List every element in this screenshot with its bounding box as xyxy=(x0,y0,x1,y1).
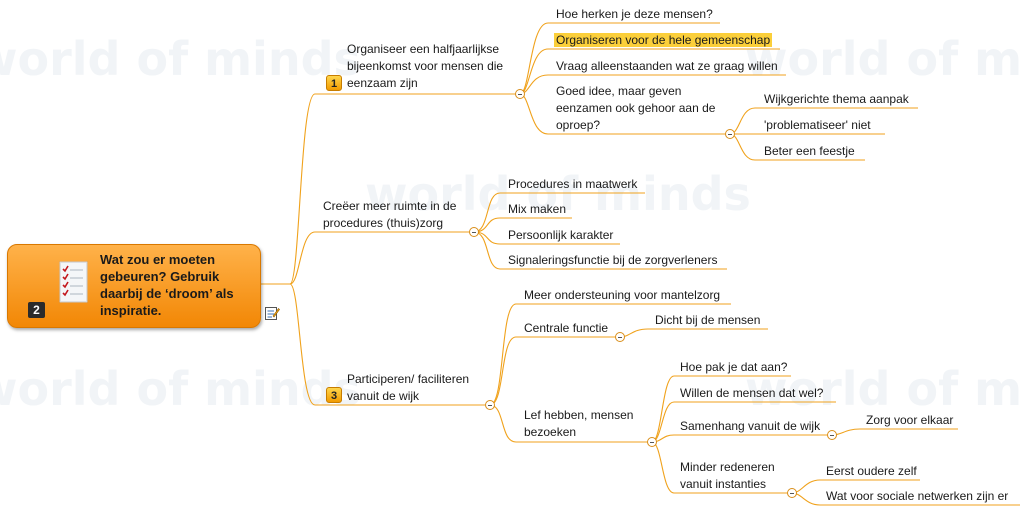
subtopic[interactable]: Dicht bij de mensen xyxy=(655,313,761,327)
subtopic[interactable]: Eerst oudere zelf xyxy=(826,464,917,478)
topic-line: Goed idee, maar geven xyxy=(556,84,682,98)
priority-badge: 3 xyxy=(326,387,342,403)
connector xyxy=(619,328,768,338)
note-icon[interactable] xyxy=(264,305,280,321)
connector xyxy=(831,428,958,436)
collapse-toggle[interactable] xyxy=(827,430,837,440)
subtopic[interactable]: Lef hebben, mensen bezoeken xyxy=(524,407,633,441)
subtopic[interactable]: Hoe herken je deze mensen? xyxy=(556,7,713,21)
subtopic-highlighted[interactable]: Organiseren voor de hele gemeenschap xyxy=(554,32,773,49)
connector xyxy=(289,93,520,285)
subtopic[interactable]: Mix maken xyxy=(508,202,567,216)
subtopic[interactable]: Wijkgerichte thema aanpak xyxy=(764,92,909,106)
topic-line: bijeenkomst voor mensen die xyxy=(347,59,504,73)
root-title: Wat zou er moeten gebeuren? Gebruik daar… xyxy=(100,252,234,318)
subtopic[interactable]: Minder redeneren vanuit instanties xyxy=(680,459,775,493)
subtopic[interactable]: Goed idee, maar geven eenzamen ook gehoo… xyxy=(556,83,715,134)
branch-topic[interactable]: Participeren/ faciliteren vanuit de wijk xyxy=(347,371,469,405)
checklist-icon xyxy=(59,261,88,303)
topic-line: vanuit instanties xyxy=(680,477,767,491)
priority-badge: 1 xyxy=(326,75,342,91)
connector xyxy=(289,283,490,406)
subtopic[interactable]: Hoe pak je dat aan? xyxy=(680,360,788,374)
subtopic[interactable]: 'problematiseer' niet xyxy=(764,118,871,132)
topic-line: Creëer meer ruimte in de xyxy=(323,199,457,213)
subtopic[interactable]: Meer ondersteuning voor mantelzorg xyxy=(524,288,721,302)
subtopic[interactable]: Procedures in maatwerk xyxy=(508,177,638,191)
topic-line: eenzaam zijn xyxy=(347,76,418,90)
collapse-toggle[interactable] xyxy=(647,437,657,447)
subtopic[interactable]: Wat voor sociale netwerken zijn er xyxy=(826,489,1009,503)
topic-line: eenzamen ook gehoor aan de xyxy=(556,101,716,115)
collapse-toggle[interactable] xyxy=(615,332,625,342)
branch-topic[interactable]: Creëer meer ruimte in de procedures (thu… xyxy=(323,198,456,232)
connector xyxy=(489,336,620,406)
collapse-toggle[interactable] xyxy=(469,227,479,237)
topic-line: Lef hebben, mensen xyxy=(524,408,634,422)
subtopic[interactable]: Willen de mensen dat wel? xyxy=(680,386,824,400)
root-priority-badge: 2 xyxy=(28,302,45,318)
branch-topic[interactable]: Organiseer een halfjaarlijkse bijeenkoms… xyxy=(347,41,503,92)
subtopic[interactable]: Persoonlijk karakter xyxy=(508,228,614,242)
subtopic[interactable]: Centrale functie xyxy=(524,321,609,335)
collapse-toggle[interactable] xyxy=(515,89,525,99)
connector xyxy=(289,231,474,285)
collapse-toggle[interactable] xyxy=(725,129,735,139)
subtopic[interactable]: Vraag alleenstaanden wat ze graag willen xyxy=(556,59,778,73)
connector xyxy=(489,303,731,406)
connector xyxy=(651,434,832,443)
root-topic[interactable]: Wat zou er moeten gebeuren? Gebruik daar… xyxy=(7,244,261,328)
topic-line: bezoeken xyxy=(524,425,577,439)
topic-line: Participeren/ faciliteren xyxy=(347,372,470,386)
subtopic[interactable]: Beter een feestje xyxy=(764,144,855,158)
topic-line: Minder redeneren xyxy=(680,460,775,474)
topic-line: procedures (thuis)zorg xyxy=(323,216,444,230)
collapse-toggle[interactable] xyxy=(787,488,797,498)
subtopic-label: Organiseren voor de hele gemeenschap xyxy=(554,33,773,47)
subtopic[interactable]: Samenhang vanuit de wijk xyxy=(680,419,821,433)
subtopic[interactable]: Zorg voor elkaar xyxy=(866,413,954,427)
collapse-toggle[interactable] xyxy=(485,400,495,410)
topic-line: vanuit de wijk xyxy=(347,389,420,403)
subtopic[interactable]: Signaleringsfunctie bij de zorgverleners xyxy=(508,253,718,267)
topic-line: Organiseer een halfjaarlijkse xyxy=(347,42,500,56)
topic-line: oproep? xyxy=(556,118,601,132)
